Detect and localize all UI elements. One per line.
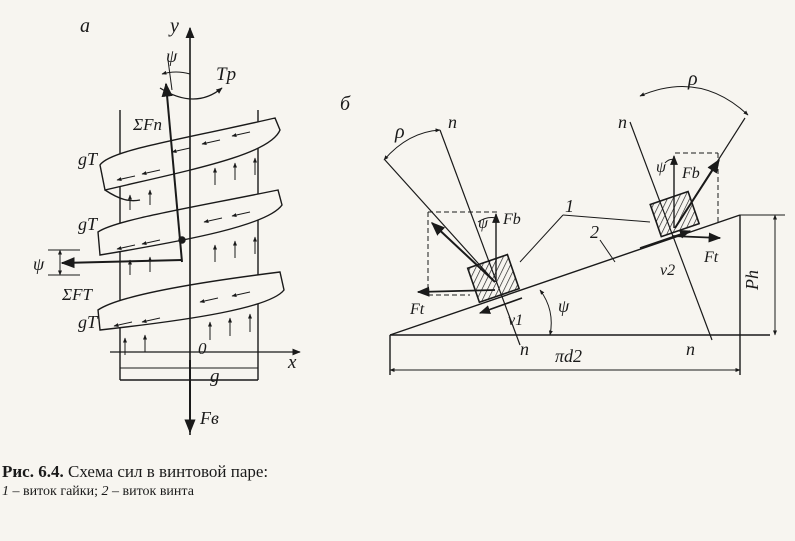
sum-fn-label: ΣFn bbox=[132, 115, 162, 134]
gt-label-3: gT bbox=[78, 312, 99, 332]
gt-label-2: gT bbox=[78, 214, 99, 234]
legend-item2-num: 2 – bbox=[101, 484, 119, 499]
n-bottom-left-label: n bbox=[520, 339, 529, 359]
reaction-2-arrow bbox=[674, 158, 720, 229]
panel-a-label: а bbox=[80, 15, 90, 37]
caption-prefix: Рис. 6.4. bbox=[2, 462, 64, 481]
ph-label: Ph bbox=[742, 270, 762, 291]
torque-arc bbox=[159, 87, 223, 100]
rho-right-label: ρ bbox=[687, 68, 698, 90]
sum-ft-arrow bbox=[60, 257, 183, 269]
caption-title-text: Схема сил в винтовой паре: bbox=[63, 462, 269, 481]
origin-label: 0 bbox=[198, 339, 207, 358]
ft2-arrow bbox=[671, 232, 722, 243]
figure-caption: Рис. 6.4. Схема сил в винтовой паре: 1 –… bbox=[2, 462, 602, 502]
fb1-label: Fb bbox=[502, 211, 521, 228]
v1-arrow bbox=[478, 297, 523, 314]
panel-b-label: б bbox=[340, 93, 351, 115]
v1-label: v1 bbox=[508, 312, 523, 329]
psi-angle-label: ψ bbox=[558, 296, 570, 316]
normal-line-1 bbox=[439, 129, 521, 346]
y-axis-label: y bbox=[168, 15, 179, 37]
caption-title: Рис. 6.4. Схема сил в винтовой паре: bbox=[2, 462, 602, 482]
sum-fn-arrow bbox=[161, 82, 183, 263]
psi-block1-label: ψ bbox=[478, 215, 489, 232]
rho-left-label: ρ bbox=[394, 121, 405, 143]
fv-label: Fв bbox=[199, 408, 219, 428]
psi-top-label: ψ bbox=[166, 46, 178, 66]
panel-a bbox=[48, 26, 301, 435]
block-1 bbox=[466, 253, 521, 304]
caption-legend: 1 – виток гайки; 2 – виток винта bbox=[2, 482, 602, 502]
distributed-load-arrows bbox=[113, 131, 257, 355]
label-1: 1 bbox=[565, 196, 574, 216]
psi-side-label: ψ bbox=[33, 254, 45, 274]
v2-label: v2 bbox=[660, 262, 675, 279]
sum-ft-label: ΣFT bbox=[61, 285, 93, 304]
panel-b bbox=[383, 86, 785, 375]
gt-label-1: gT bbox=[78, 149, 99, 169]
torque-label: Tp bbox=[216, 64, 236, 85]
ft2-label: Ft bbox=[703, 249, 719, 266]
n-top-left-label: n bbox=[448, 112, 457, 132]
thread-turn-3 bbox=[97, 271, 285, 331]
fb2-label: Fb bbox=[681, 165, 700, 182]
ft1-arrow bbox=[416, 286, 496, 297]
v2-arrow bbox=[639, 230, 692, 249]
x-axis-label: x bbox=[287, 352, 297, 373]
legend-item2-text: виток винта bbox=[118, 484, 194, 499]
force-parallelogram-1 bbox=[427, 211, 500, 296]
normal-line-2 bbox=[629, 121, 713, 341]
n-bottom-right-label: n bbox=[686, 339, 695, 359]
ft1-label: Ft bbox=[409, 301, 425, 318]
legend-item1-text: виток гайки; bbox=[19, 484, 102, 499]
legend-item1-num: 1 – bbox=[2, 484, 20, 499]
pid2-label: πd2 bbox=[555, 346, 582, 366]
g-label: g bbox=[210, 366, 220, 387]
psi-block2-label: ψ bbox=[656, 159, 667, 176]
label-2: 2 bbox=[590, 222, 599, 242]
reaction-1-arrow bbox=[430, 222, 496, 283]
n-top-right-label: n bbox=[618, 112, 627, 132]
